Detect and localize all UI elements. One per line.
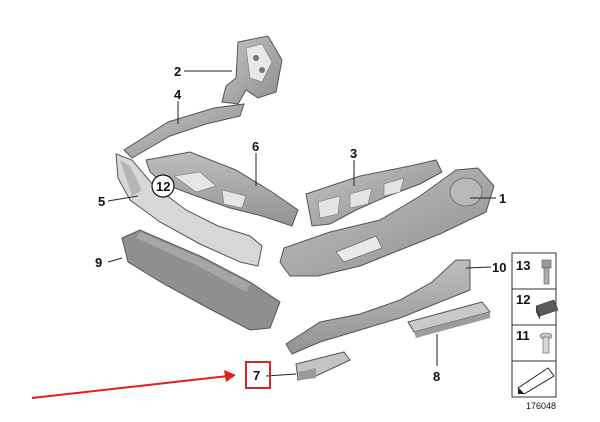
callout-10: 10 xyxy=(492,260,506,275)
legend-13: 13 xyxy=(516,258,530,273)
push-rivet-icon xyxy=(539,332,553,354)
callout-1: 1 xyxy=(499,191,506,206)
legend-11: 11 xyxy=(516,328,530,343)
red-pointer-arrow xyxy=(31,370,236,399)
callout-2: 2 xyxy=(174,64,181,79)
part-2-bracket xyxy=(221,35,283,105)
part-3-mechanism xyxy=(305,159,443,227)
part-8-rail xyxy=(407,301,491,338)
callout-7-highlight-box xyxy=(245,361,271,389)
tool-wedge-icon xyxy=(517,367,555,395)
screw-icon xyxy=(541,259,552,285)
part-7-clip xyxy=(295,351,351,381)
diagram-reference-number: 176048 xyxy=(526,401,556,411)
part-12-circle-callout xyxy=(151,174,175,198)
callout-5: 5 xyxy=(98,194,105,209)
callout-6: 6 xyxy=(252,139,259,154)
legend-12: 12 xyxy=(516,292,530,307)
callout-4: 4 xyxy=(174,87,182,102)
callout-3: 3 xyxy=(350,146,357,161)
clip-nut-icon xyxy=(535,299,559,320)
callout-12: 12 xyxy=(156,179,170,194)
part-10-bottom-cover xyxy=(285,259,471,355)
callout-8: 8 xyxy=(433,369,440,384)
callout-9: 9 xyxy=(95,255,102,270)
part-4-strip xyxy=(123,103,245,159)
part-1-side-cover xyxy=(279,167,495,277)
part-9-lower-panel xyxy=(121,229,281,331)
callout-7: 7 xyxy=(253,368,260,383)
fastener-legend: 13 12 11 176048 xyxy=(511,252,559,411)
